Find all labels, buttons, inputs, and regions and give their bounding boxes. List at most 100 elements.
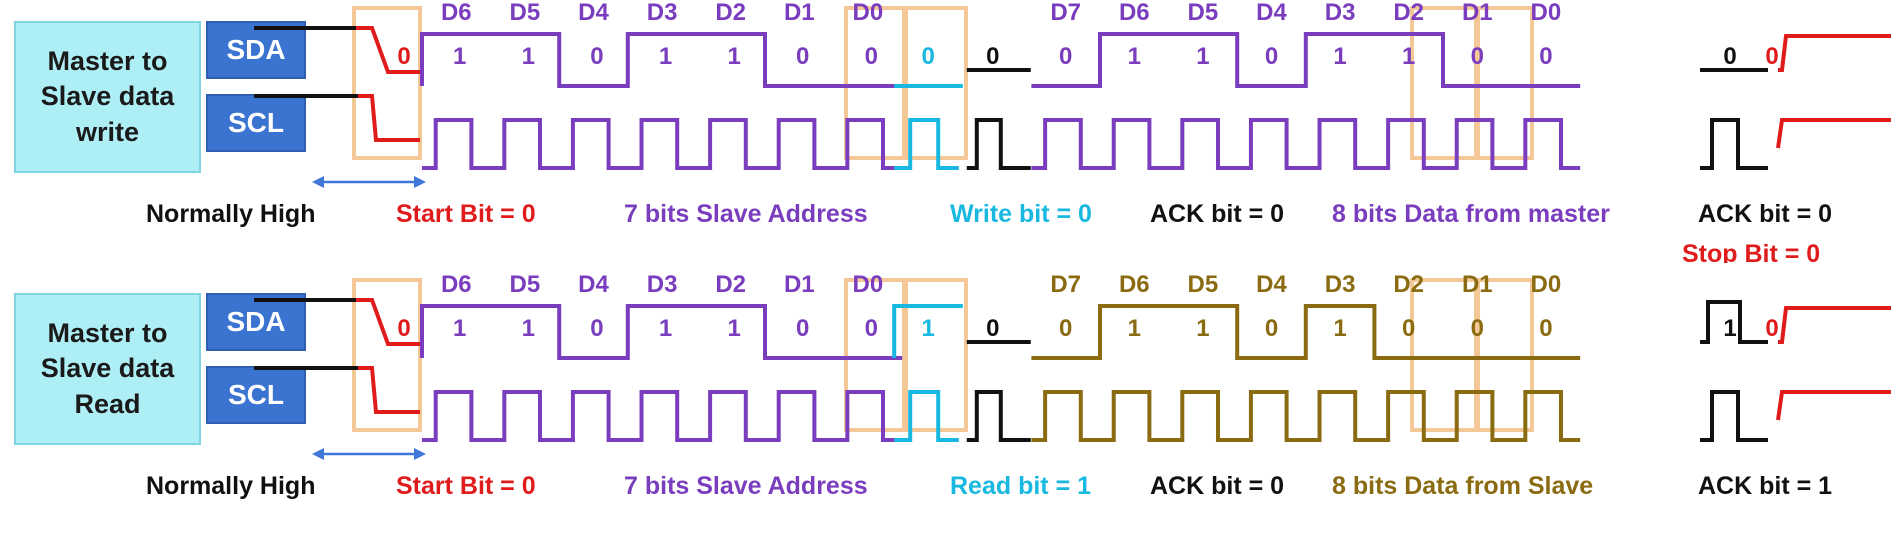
data-bit-header: D6: [1119, 272, 1150, 298]
label-ack1: ACK bit = 0: [1150, 200, 1284, 228]
label-ack2: ACK bit = 1: [1698, 472, 1832, 500]
data-bit-value: 1: [1333, 315, 1346, 342]
address-bit-value: 0: [590, 43, 603, 70]
label-data: 8 bits Data from Slave: [1332, 472, 1593, 500]
label-slave-address: 7 bits Slave Address: [624, 200, 868, 228]
sda-start-edge: [356, 26, 420, 74]
label-start-bit: Start Bit = 0: [396, 472, 536, 500]
data-bit-header: D0: [1531, 272, 1562, 298]
address-bit-header: D1: [784, 272, 815, 298]
label-rw-bit: Read bit = 1: [950, 472, 1091, 500]
address-bit-value: 0: [865, 315, 878, 342]
sda-stop-edge: [1778, 34, 1891, 72]
label-start-bit: Start Bit = 0: [396, 200, 536, 228]
label-normally-high: Normally High: [146, 472, 315, 500]
ack2-bit-box: [1410, 278, 1478, 432]
start-bit-value: 0: [397, 315, 410, 342]
data-bit-value: 1: [1333, 43, 1346, 70]
sda-label-box: SDA: [206, 21, 306, 79]
stop-bit-value: 0: [1765, 43, 1778, 70]
data-bit-header: D5: [1188, 0, 1219, 26]
start-bit-box: [352, 278, 422, 432]
address-bit-value: 1: [659, 43, 672, 70]
stop-bit-box: [1476, 278, 1534, 432]
data-bit-header: D3: [1325, 0, 1356, 26]
scl-label-box: SCL: [206, 94, 306, 152]
ack1-bit-box: [904, 6, 968, 160]
address-bit-header: D0: [853, 0, 884, 26]
scl-rw-waveform: [894, 118, 959, 170]
address-bit-value: 0: [590, 315, 603, 342]
data-bit-header: D1: [1462, 272, 1493, 298]
address-bit-value: 1: [522, 43, 535, 70]
data-bit-value: 0: [1265, 315, 1278, 342]
address-bit-value: 0: [796, 43, 809, 70]
address-bit-header: D2: [715, 272, 746, 298]
mode-label-box: Master to Slave data Read: [14, 293, 201, 445]
data-bit-header: D3: [1325, 272, 1356, 298]
stop-bit-value: 0: [1765, 315, 1778, 342]
address-bit-header: D5: [510, 0, 541, 26]
data-bit-header: D0: [1531, 0, 1562, 26]
data-bit-header: D6: [1119, 0, 1150, 26]
data-bit-value: 0: [1471, 43, 1484, 70]
ack1-bit-value: 0: [986, 315, 999, 342]
label-stop-bit: Stop Bit = 0: [1682, 240, 1820, 263]
scl-label-box: SCL: [206, 366, 306, 424]
data-bit-value: 1: [1196, 315, 1209, 342]
arrow-head-right: [414, 176, 426, 188]
data-bit-value: 1: [1402, 43, 1415, 70]
scl-rw-waveform: [894, 390, 959, 442]
address-bit-header: D6: [441, 0, 472, 26]
scl-address-waveform: [422, 390, 903, 442]
label-ack1: ACK bit = 0: [1150, 472, 1284, 500]
label-ack2: ACK bit = 0: [1698, 200, 1832, 228]
sda-data-waveform: [1031, 32, 1581, 88]
address-bit-header: D5: [510, 272, 541, 298]
data-bit-value: 0: [1059, 315, 1072, 342]
data-bit-value: 0: [1471, 315, 1484, 342]
address-bit-value: 1: [453, 315, 466, 342]
data-bit-value: 1: [1196, 43, 1209, 70]
data-bit-value: 0: [1059, 43, 1072, 70]
label-data: 8 bits Data from master: [1332, 200, 1610, 228]
scl-address-waveform: [422, 118, 903, 170]
ack2-bit-value: 1: [1723, 315, 1736, 342]
label-normally-high: Normally High: [146, 200, 315, 228]
data-bit-header: D7: [1050, 272, 1081, 298]
address-bit-value: 0: [865, 43, 878, 70]
address-bit-header: D2: [715, 0, 746, 26]
rw-bit-value: 0: [922, 43, 935, 70]
address-bit-header: D3: [647, 0, 678, 26]
label-rw-bit: Write bit = 0: [950, 200, 1092, 228]
data-bit-header: D2: [1393, 272, 1424, 298]
sda-rw-waveform: [892, 304, 963, 358]
rw-bit-value: 1: [922, 315, 935, 342]
address-bit-header: D0: [853, 272, 884, 298]
scl-start-edge: [358, 366, 420, 414]
label-slave-address: 7 bits Slave Address: [624, 472, 868, 500]
data-bit-header: D2: [1393, 0, 1424, 26]
address-bit-value: 0: [796, 315, 809, 342]
scl-ack2-waveform: [1700, 118, 1768, 170]
scl-ack1-waveform: [966, 390, 1031, 442]
address-bit-header: D1: [784, 0, 815, 26]
address-bit-header: D4: [578, 0, 609, 26]
arrow-head-left: [312, 176, 324, 188]
address-bit-value: 1: [522, 315, 535, 342]
mode-label-box: Master to Slave data write: [14, 21, 201, 173]
sda-stop-edge: [1778, 306, 1891, 344]
ack1-bit-value: 0: [986, 43, 999, 70]
sda-address-waveform: [420, 304, 903, 360]
address-bit-value: 1: [453, 43, 466, 70]
scl-ack1-waveform: [966, 118, 1031, 170]
sda-ack2-waveform: [1700, 300, 1768, 344]
sda-data-waveform: [1031, 304, 1581, 360]
data-bit-header: D4: [1256, 0, 1287, 26]
write-timing-panel: Master to Slave data write SDA SCL 0 1 1 0 1…: [0, 0, 1891, 263]
sda-start-edge: [356, 298, 420, 346]
sda-address-waveform: [420, 32, 903, 88]
start-bit-box: [352, 6, 422, 160]
